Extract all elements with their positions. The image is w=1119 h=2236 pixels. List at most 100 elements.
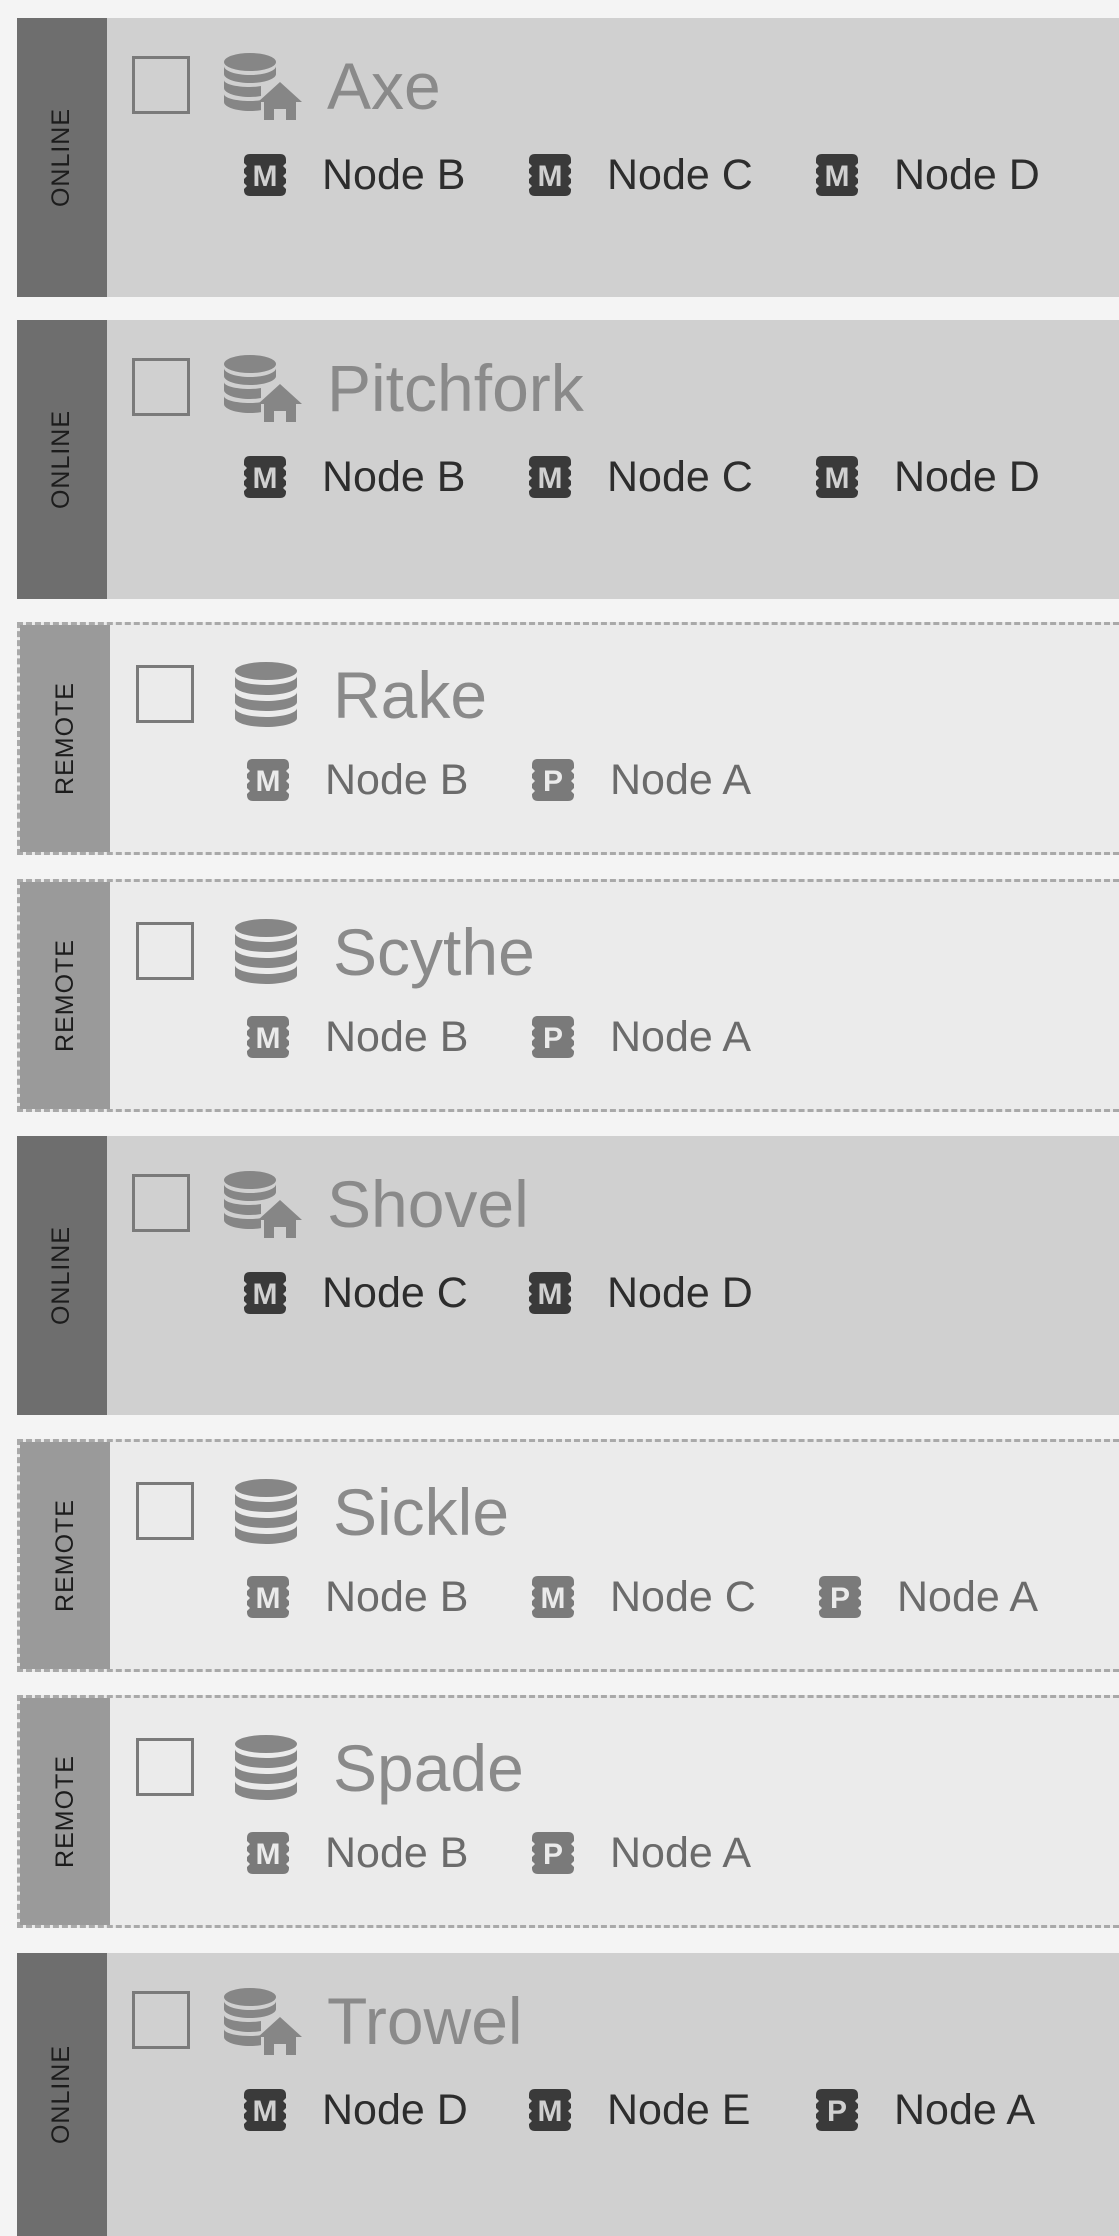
node-name: Node A (894, 2086, 1036, 2134)
node-item[interactable]: M Node B (245, 755, 468, 805)
svg-text:P: P (543, 1022, 563, 1055)
svg-text:M: M (538, 2095, 563, 2128)
node-item[interactable]: M Node D (814, 150, 1040, 200)
node-m-icon: M (242, 2085, 288, 2135)
svg-text:M: M (256, 1582, 281, 1615)
node-item[interactable]: M Node B (245, 1572, 468, 1622)
node-name: Node B (325, 1573, 469, 1621)
node-name: Node B (322, 151, 466, 199)
svg-text:M: M (538, 160, 563, 193)
svg-text:M: M (538, 462, 563, 495)
status-label: ONLINE (47, 107, 76, 208)
database-icon (233, 1734, 299, 1808)
storage-name: Rake (333, 658, 488, 732)
node-item[interactable]: M Node B (245, 1828, 468, 1878)
svg-text:M: M (541, 1582, 566, 1615)
select-checkbox[interactable] (136, 665, 194, 723)
status-strip: ONLINE (17, 1136, 107, 1415)
select-checkbox[interactable] (136, 1738, 194, 1796)
node-item[interactable]: M Node D (814, 452, 1040, 502)
status-strip: REMOTE (20, 1442, 110, 1669)
node-name: Node B (322, 453, 466, 501)
node-m-icon: M (245, 755, 291, 805)
svg-text:M: M (256, 765, 281, 798)
node-item[interactable]: M Node C (527, 452, 753, 502)
node-item[interactable]: M Node D (242, 2085, 468, 2135)
svg-text:P: P (543, 765, 563, 798)
node-m-icon: M (530, 1572, 576, 1622)
node-item[interactable]: M Node E (527, 2085, 750, 2135)
node-name: Node D (894, 453, 1040, 501)
node-item[interactable]: P Node A (530, 1828, 751, 1878)
node-name: Node B (325, 1829, 469, 1877)
node-m-icon: M (245, 1012, 291, 1062)
node-m-icon: M (245, 1572, 291, 1622)
storage-card[interactable]: REMOTE Scythe M Node B P Node A (17, 879, 1119, 1112)
status-strip: ONLINE (17, 320, 107, 599)
select-checkbox[interactable] (132, 56, 190, 114)
svg-text:M: M (253, 1278, 278, 1311)
select-checkbox[interactable] (136, 922, 194, 980)
database-icon (233, 1478, 299, 1552)
storage-card[interactable]: ONLINE Pitchfork M Node B M Node C M Nod… (17, 320, 1119, 599)
node-item[interactable]: P Node A (814, 2085, 1035, 2135)
node-m-icon: M (527, 150, 573, 200)
select-checkbox[interactable] (132, 358, 190, 416)
node-item[interactable]: M Node D (527, 1268, 753, 1318)
node-name: Node D (607, 1269, 753, 1317)
svg-text:P: P (827, 2095, 847, 2128)
storage-card[interactable]: ONLINE Trowel M Node D M Node E P Node A (17, 1953, 1119, 2236)
select-checkbox[interactable] (136, 1482, 194, 1540)
storage-name: Spade (333, 1731, 524, 1805)
node-item[interactable]: P Node A (817, 1572, 1038, 1622)
node-item[interactable]: M Node B (242, 452, 465, 502)
node-m-icon: M (242, 1268, 288, 1318)
node-m-icon: M (242, 150, 288, 200)
status-label: REMOTE (50, 1755, 79, 1868)
node-item[interactable]: M Node C (527, 150, 753, 200)
status-label: REMOTE (50, 1499, 79, 1612)
svg-text:M: M (538, 1278, 563, 1311)
node-m-icon: M (245, 1828, 291, 1878)
node-item[interactable]: M Node C (242, 1268, 468, 1318)
select-checkbox[interactable] (132, 1991, 190, 2049)
node-item[interactable]: M Node C (530, 1572, 756, 1622)
storage-card[interactable]: ONLINE Shovel M Node C M Node D (17, 1136, 1119, 1415)
storage-card[interactable]: REMOTE Spade M Node B P Node A (17, 1695, 1119, 1928)
node-name: Node A (897, 1573, 1039, 1621)
node-item[interactable]: P Node A (530, 1012, 751, 1062)
status-label: ONLINE (47, 1225, 76, 1326)
svg-text:M: M (256, 1022, 281, 1055)
status-label: REMOTE (50, 682, 79, 795)
node-name: Node E (607, 2086, 751, 2134)
status-label: ONLINE (47, 409, 76, 510)
node-p-icon: P (530, 1012, 576, 1062)
node-item[interactable]: M Node B (245, 1012, 468, 1062)
node-name: Node D (322, 2086, 468, 2134)
database-icon (233, 661, 299, 735)
svg-text:M: M (256, 1838, 281, 1871)
node-p-icon: P (817, 1572, 863, 1622)
status-strip: REMOTE (20, 882, 110, 1109)
node-m-icon: M (242, 452, 288, 502)
storage-card[interactable]: ONLINE Axe M Node B M Node C M Node D (17, 18, 1119, 297)
node-item[interactable]: M Node B (242, 150, 465, 200)
svg-text:P: P (543, 1838, 563, 1871)
storage-name: Axe (327, 49, 441, 123)
database-icon (233, 918, 299, 992)
select-checkbox[interactable] (132, 1174, 190, 1232)
node-name: Node B (325, 756, 469, 804)
storage-card[interactable]: REMOTE Sickle M Node B M Node C P Node A (17, 1439, 1119, 1672)
storage-card[interactable]: REMOTE Rake M Node B P Node A (17, 622, 1119, 855)
svg-text:P: P (830, 1582, 850, 1615)
database-home-icon (222, 354, 302, 422)
node-m-icon: M (527, 2085, 573, 2135)
svg-text:M: M (253, 2095, 278, 2128)
node-item[interactable]: P Node A (530, 755, 751, 805)
database-home-icon (222, 52, 302, 120)
node-name: Node C (607, 151, 753, 199)
storage-name: Scythe (333, 915, 535, 989)
svg-text:M: M (825, 160, 850, 193)
node-name: Node B (325, 1013, 469, 1061)
